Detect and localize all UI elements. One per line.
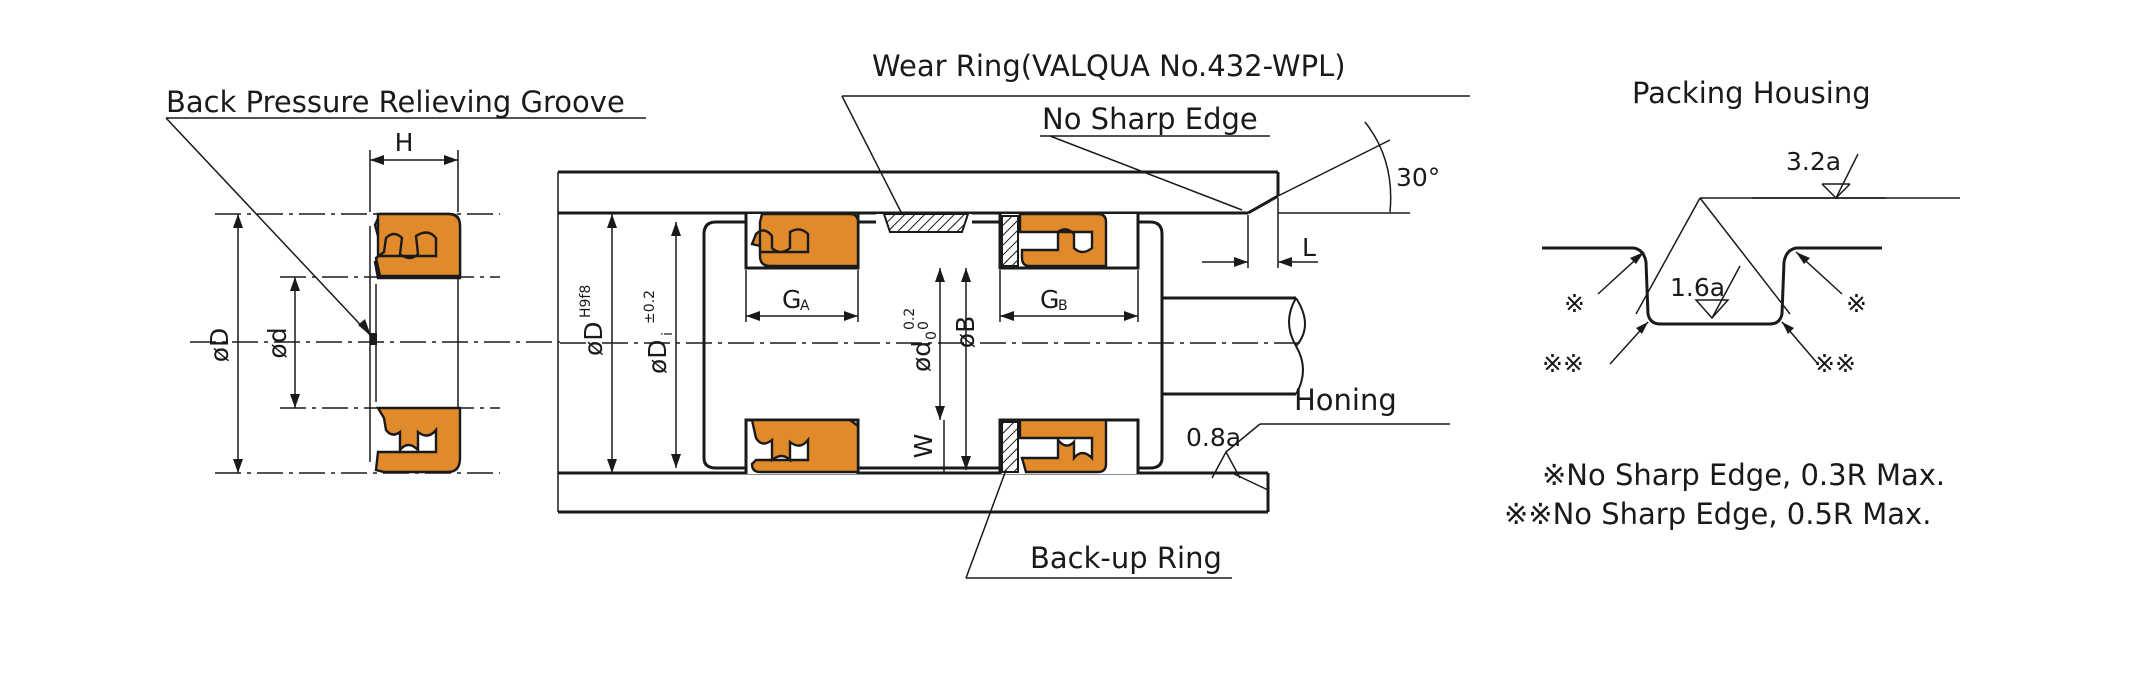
dim-GB: G — [1040, 285, 1059, 314]
assembly-view: øD H9f8 øD i ±0.2 ød 0 0.2 0 øB W — [557, 49, 1470, 579]
note-1: ※No Sharp Edge, 0.3R Max. — [1542, 458, 1945, 492]
housing-finish-top: 3.2a — [1786, 147, 1841, 176]
packing-housing-title: Packing Housing — [1632, 76, 1871, 110]
dim-GA-sub: A — [800, 298, 810, 314]
dim-D-housing-tol: H9f8 — [578, 285, 594, 318]
dim-d0-tol-lower: 0 — [916, 321, 932, 330]
dim-Di: øD — [643, 339, 672, 374]
dim-L: L — [1302, 233, 1316, 262]
mark-right-double: ※※ — [1814, 349, 1856, 378]
honing-label: Honing — [1294, 383, 1397, 417]
dim-GB-sub: B — [1058, 298, 1068, 314]
dim-d0-sub: 0 — [924, 331, 940, 340]
dim-D-housing: øD — [579, 321, 608, 356]
dim-d0: ød — [907, 341, 936, 372]
housing-finish-bottom: 1.6a — [1670, 273, 1725, 302]
no-sharp-edge-label: No Sharp Edge — [1042, 102, 1258, 136]
back-pressure-groove-label: Back Pressure Relieving Groove — [166, 85, 625, 119]
dim-GA: G — [782, 285, 801, 314]
dim-D: øD — [205, 328, 234, 363]
dim-B: øB — [951, 316, 980, 348]
dim-H: H — [395, 128, 414, 157]
mark-left-double: ※※ — [1542, 349, 1584, 378]
dim-d: ød — [263, 327, 292, 358]
dim-W: W — [909, 434, 938, 459]
wear-ring-label: Wear Ring(VALQUA No.432-WPL) — [872, 49, 1346, 83]
back-up-ring-label: Back-up Ring — [1030, 541, 1222, 575]
angle-label: 30° — [1396, 163, 1440, 192]
packing-housing-detail: Packing Housing 3.2a 1.6a ※ ※※ ※ ※※ ※No … — [1504, 76, 1960, 531]
honing-finish: 0.8a — [1186, 423, 1241, 452]
seal-cross-section: H øD ød Back Pressure Relieving Groove — [165, 85, 646, 474]
dim-d0-tol-upper: 0.2 — [902, 308, 918, 330]
mark-left-single: ※ — [1564, 289, 1585, 318]
note-2: ※※No Sharp Edge, 0.5R Max. — [1504, 497, 1931, 531]
dim-Di-tol: ±0.2 — [642, 290, 658, 324]
mark-right-single: ※ — [1846, 289, 1867, 318]
dim-Di-sub: i — [660, 332, 676, 336]
